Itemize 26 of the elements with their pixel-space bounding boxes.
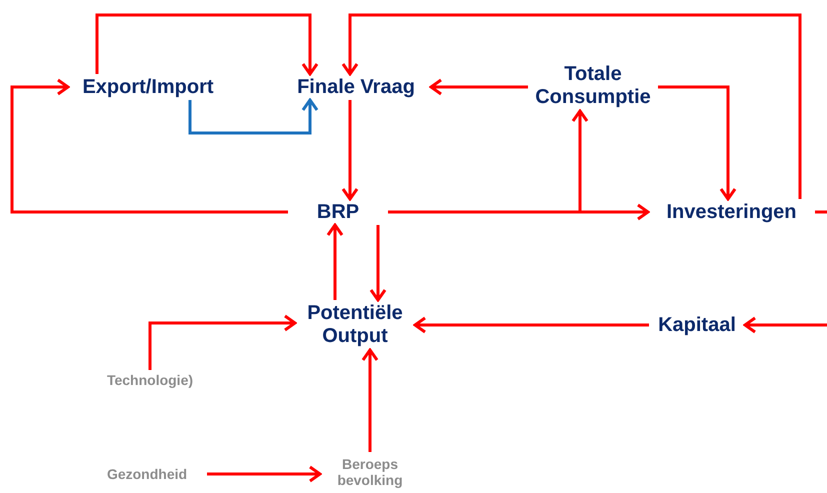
arrow <box>744 316 827 334</box>
arrow <box>207 466 322 482</box>
arrow <box>10 78 288 214</box>
arrow <box>96 14 318 76</box>
connector-line <box>815 210 827 214</box>
node-label: Export/Import <box>82 76 214 98</box>
node-label: Beroeps bevolking <box>336 456 404 488</box>
arrow <box>342 100 358 200</box>
node-label: Kapitaal <box>658 314 736 336</box>
arrow <box>430 78 528 96</box>
arrow <box>342 14 802 199</box>
node-label: Investeringen <box>666 200 797 224</box>
arrow <box>148 314 296 370</box>
node-label: Gezondheid <box>106 466 188 482</box>
arrow <box>326 224 344 300</box>
node-label: Potentiële Output <box>306 302 404 348</box>
arrow <box>362 348 378 452</box>
node-label: Technologie) <box>106 372 194 388</box>
node-label: Totale Consumptie <box>534 63 652 109</box>
node-label: Finale Vraag <box>297 76 415 98</box>
arrow <box>370 225 386 302</box>
arrow <box>188 98 318 134</box>
arrow <box>658 86 736 200</box>
node-label: BRP <box>316 200 360 224</box>
arrow <box>388 110 588 214</box>
arrow <box>414 316 649 334</box>
